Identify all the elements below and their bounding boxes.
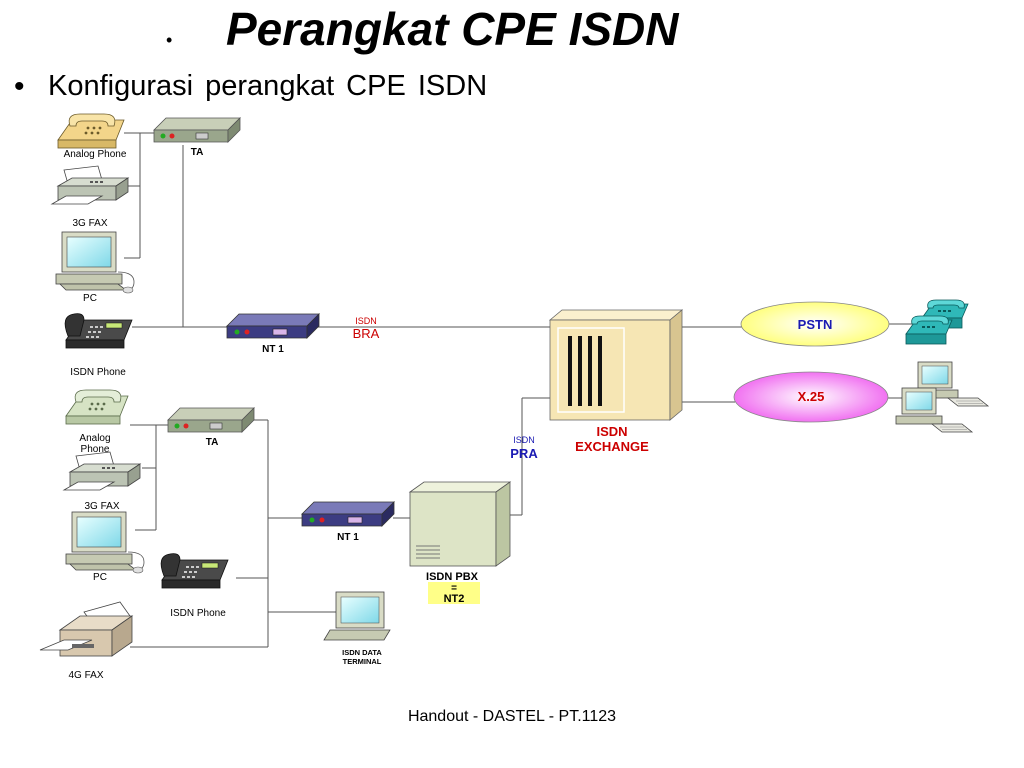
analog-phone-bottom-label-line2: Phone [81, 444, 110, 455]
pra-small-label: ISDN [513, 435, 535, 445]
x25-computers-icon [895, 361, 989, 433]
pra-label: PRA [510, 446, 538, 461]
bra-small-label: ISDN [355, 316, 377, 326]
terminal-label-line2: TERMINAL [343, 657, 382, 666]
title-bullet: • [166, 30, 173, 50]
subtitle: Konfigurasi perangkat CPE ISDN [48, 70, 488, 102]
pbx-label-line1: ISDN PBX [426, 571, 479, 583]
fax-4g-icon [39, 601, 134, 657]
x25-cloud [733, 371, 889, 423]
pstn-label: PSTN [798, 317, 833, 332]
exchange-label-line1: ISDN [596, 424, 627, 439]
fax-top-label: 3G FAX [72, 218, 107, 229]
pc-bottom-label: PC [93, 572, 107, 583]
nt1-bottom-label: NT 1 [337, 532, 359, 543]
isdn-phone-bottom-icon [160, 553, 229, 589]
bra-label: BRA [353, 326, 380, 341]
isdn-exchange-icon [548, 309, 684, 421]
isdn-phone-top-label: ISDN Phone [70, 367, 126, 378]
analog-phone-bottom-label-line1: Analog [79, 433, 110, 444]
nt1-top-icon [226, 313, 320, 339]
nt1-top-label: NT 1 [262, 344, 284, 355]
analog-phone-top-icon [57, 113, 125, 149]
pc-top-label: PC [83, 293, 97, 304]
analog-phone-top-label: Analog Phone [64, 149, 127, 160]
fax-bottom-label: 3G FAX [84, 501, 119, 512]
pc-top-icon [55, 231, 135, 294]
fax-top-icon [51, 165, 129, 205]
connection-lines [120, 132, 912, 648]
pbx-label-line2: = [451, 583, 457, 594]
ta-top-label: TA [191, 147, 204, 158]
ta-top-icon [153, 117, 241, 143]
pstn-phones-icon [905, 299, 969, 345]
x25-label: X.25 [798, 389, 825, 404]
nt1-bottom-icon [301, 501, 395, 527]
pbx-nt2-highlight [428, 582, 480, 604]
analog-phone-bottom-icon [65, 389, 129, 425]
fax-bottom-icon [63, 451, 141, 491]
isdn-data-terminal-icon [323, 591, 391, 641]
isdn-pbx-icon [408, 481, 512, 567]
ta-bottom-label: TA [206, 437, 219, 448]
fax-4g-label: 4G FAX [68, 670, 103, 681]
pc-bottom-icon [65, 511, 145, 574]
page-title: Perangkat CPE ISDN [226, 3, 679, 55]
subtitle-bullet: • [14, 70, 25, 103]
terminal-label-line1: ISDN DATA [342, 648, 382, 657]
pstn-cloud [740, 301, 890, 347]
isdn-phone-bottom-label: ISDN Phone [170, 608, 226, 619]
isdn-phone-top-icon [64, 313, 133, 349]
pbx-label-line3: NT2 [444, 593, 465, 605]
exchange-label-line2: EXCHANGE [575, 439, 649, 454]
footer-text: Handout - DASTEL - PT.1123 [407, 708, 617, 725]
ta-bottom-icon [167, 407, 255, 433]
